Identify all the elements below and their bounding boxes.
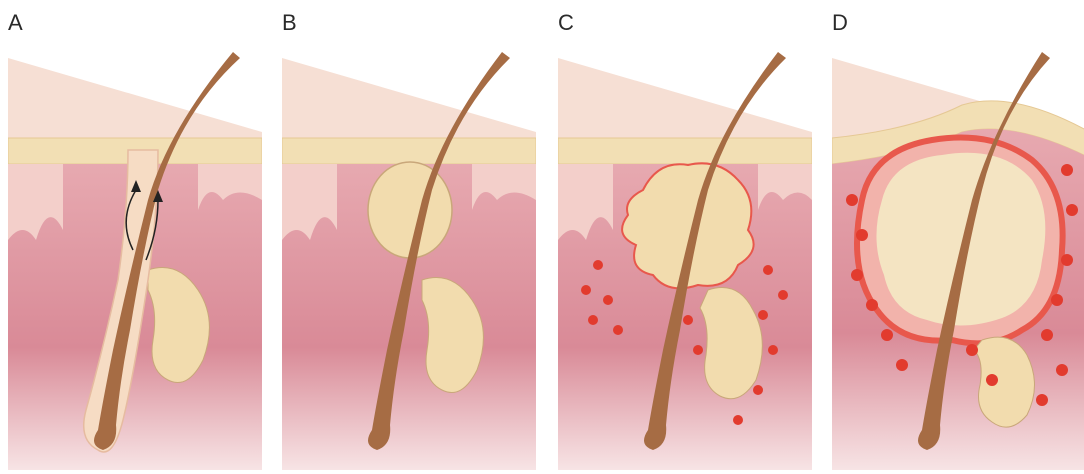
red-dot <box>856 229 868 241</box>
red-dot <box>846 194 858 206</box>
panel-c: C <box>558 0 812 474</box>
red-dot <box>1056 364 1068 376</box>
follicle-illustration-d <box>832 50 1084 470</box>
panel-label: B <box>282 10 297 36</box>
red-dot <box>986 374 998 386</box>
red-dot <box>1051 294 1063 306</box>
red-dot <box>753 385 763 395</box>
pus-mass <box>876 153 1045 326</box>
panel-label: D <box>832 10 848 36</box>
follicle-illustration-b <box>282 50 536 470</box>
red-dot <box>778 290 788 300</box>
red-dot <box>693 345 703 355</box>
red-dot <box>758 310 768 320</box>
follicle-illustration-c <box>558 50 812 470</box>
red-dot <box>593 260 603 270</box>
follicle-illustration-a <box>8 50 262 470</box>
red-dot <box>613 325 623 335</box>
red-dot <box>966 344 978 356</box>
panel-label: C <box>558 10 574 36</box>
red-dot <box>1036 394 1048 406</box>
red-dot <box>683 315 693 325</box>
panel-b: B <box>282 0 536 474</box>
panel-a: A <box>8 0 262 474</box>
sebum-plug <box>368 162 452 258</box>
panel-label: A <box>8 10 23 36</box>
red-dot <box>763 265 773 275</box>
red-dot <box>733 415 743 425</box>
red-dot <box>851 269 863 281</box>
red-dot <box>1061 254 1073 266</box>
red-dot <box>1061 164 1073 176</box>
red-dot <box>1066 204 1078 216</box>
red-dot <box>896 359 908 371</box>
red-dot <box>881 329 893 341</box>
epidermis <box>282 138 536 164</box>
red-dot <box>866 299 878 311</box>
red-dot <box>768 345 778 355</box>
panel-d: D <box>832 0 1084 474</box>
red-dot <box>581 285 591 295</box>
epidermis <box>558 138 812 164</box>
red-dot <box>588 315 598 325</box>
red-dot <box>1041 329 1053 341</box>
red-dot <box>603 295 613 305</box>
